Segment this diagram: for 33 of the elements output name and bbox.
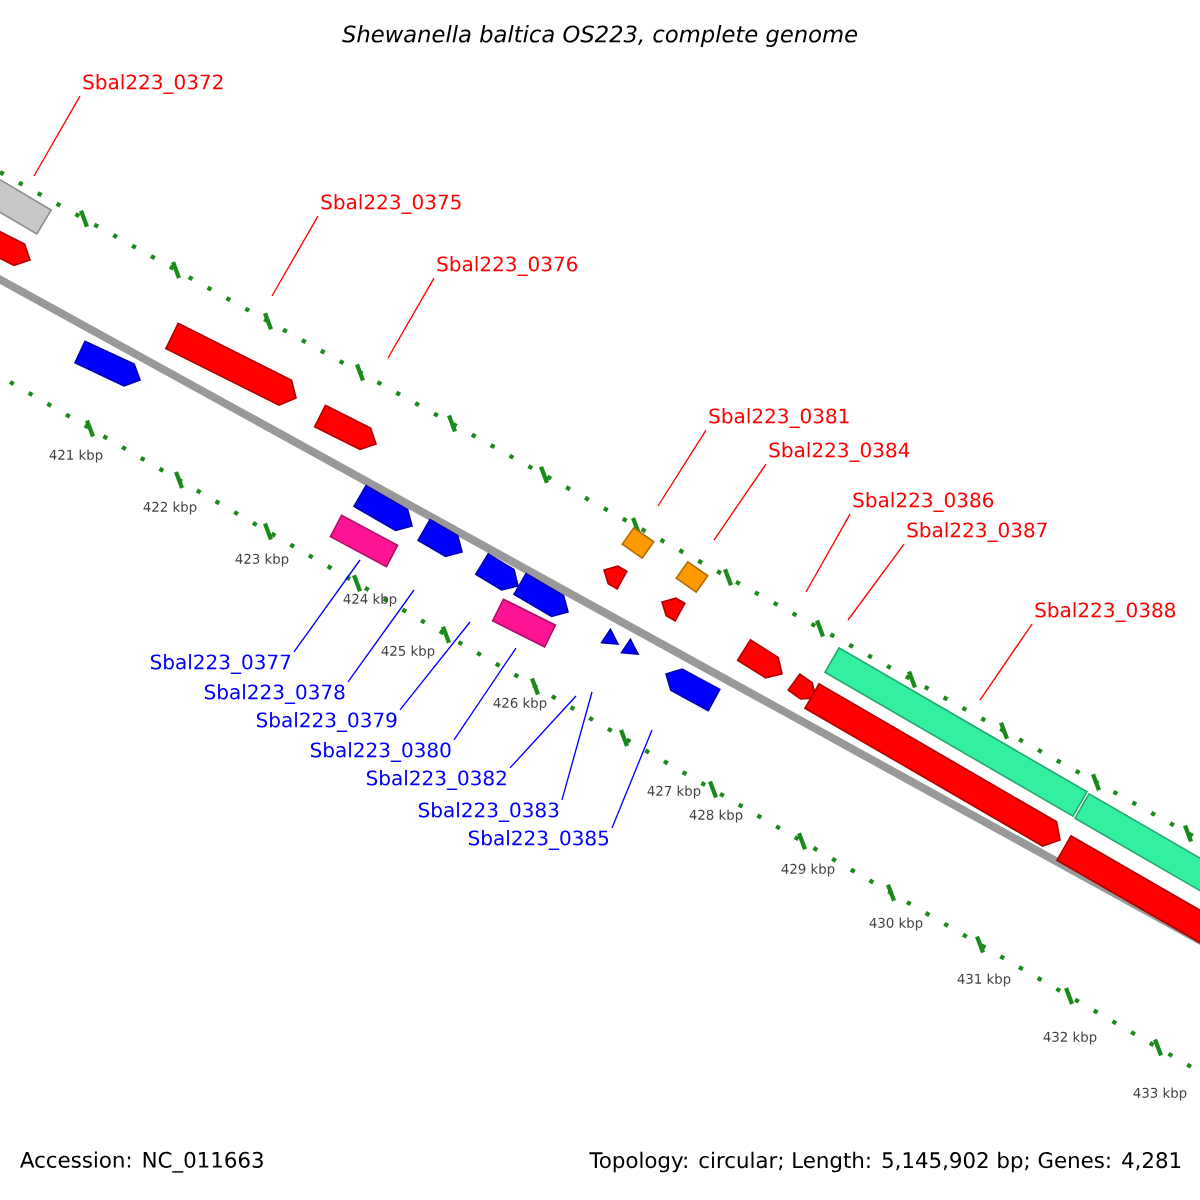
leader-line	[293, 559, 361, 653]
leader-line	[561, 691, 593, 801]
gene-label: Sbal223_0382	[366, 770, 506, 790]
gene-label: Sbal223_0387	[907, 522, 1047, 542]
leader-line	[611, 729, 653, 829]
leader-line	[33, 95, 81, 177]
gene-label: Sbal223_0375	[321, 194, 461, 214]
leader-line	[347, 589, 415, 683]
leader-line	[657, 429, 707, 507]
gene-label: Sbal223_0385	[468, 830, 609, 850]
footer-text: Accession: NC_011663	[20, 1151, 263, 1173]
leader-line	[805, 513, 851, 593]
gene-label: Sbal223_0383	[418, 802, 559, 822]
gene-label: Sbal223_0380	[310, 742, 451, 762]
gene-label: Sbal223_0386	[853, 492, 994, 512]
leader-line	[453, 647, 517, 741]
gene-label: Sbal223_0378	[204, 684, 345, 704]
gene-label: Sbal223_0376	[437, 256, 578, 276]
footer-text: Topology: circular; Length: 5,145,902 bp; Genes: 4,281	[589, 1151, 1181, 1173]
gene-label: Sbal223_0372	[83, 74, 223, 94]
leader-line	[847, 543, 905, 621]
leader-line	[271, 215, 319, 297]
leader-line	[713, 463, 767, 541]
gene-label: Sbal223_0381	[709, 408, 849, 428]
gene-label: Sbal223_0384	[769, 442, 910, 462]
gene-label: Sbal223_0388	[1035, 602, 1175, 622]
leader-line	[399, 621, 471, 711]
leader-line	[509, 695, 577, 769]
leader-line	[387, 277, 435, 359]
gene-label: Sbal223_0377	[150, 654, 291, 674]
gene-label: Sbal223_0379	[256, 712, 397, 732]
title: Shewanella baltica OS223, complete genome	[342, 25, 858, 47]
leader-line	[979, 623, 1033, 701]
